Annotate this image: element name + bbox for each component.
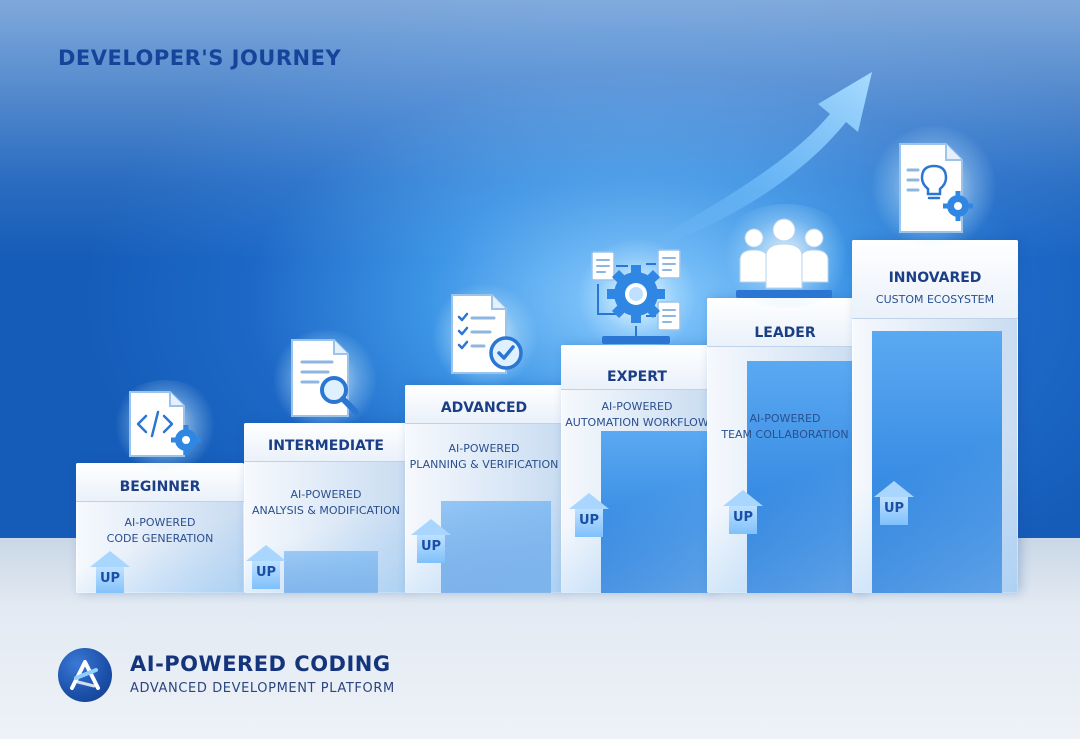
brand-tagline: ADVANCED DEVELOPMENT PLATFORM xyxy=(130,681,395,696)
up-badge: UP xyxy=(569,493,609,537)
up-badge-label: UP xyxy=(255,565,277,580)
stage-step-beginner: BEGINNER AI-POWERED CODE GENERATION UP xyxy=(76,463,244,593)
code-document-gear-icon xyxy=(129,391,201,457)
team-people-icon xyxy=(736,218,832,298)
up-badge-label: UP xyxy=(99,571,121,586)
workflow-gear-icon xyxy=(591,249,681,344)
ai-logo-icon xyxy=(70,660,100,690)
up-badge: UP xyxy=(90,551,130,593)
stage-description: AI-POWERED ANALYSIS & MODIFICATION xyxy=(251,488,401,517)
up-badge-label: UP xyxy=(732,510,754,525)
page-title: DEVELOPER'S JOURNEY xyxy=(58,46,342,70)
up-badge-label: UP xyxy=(578,513,600,528)
stage-step-leader: LEADER AI-POWERED TEAM COLLABORATION UP xyxy=(707,298,863,593)
step-cap xyxy=(561,345,713,390)
idea-document-gear-icon xyxy=(899,143,973,233)
stage-description: AI-POWERED PLANNING & VERIFICATION xyxy=(409,442,559,471)
stage-title: EXPERT xyxy=(607,369,667,385)
stage-step-expert: EXPERT AI-POWERED AUTOMATION WORKFLOW UP xyxy=(561,345,713,593)
document-magnifier-icon xyxy=(291,339,359,417)
up-badge-label: UP xyxy=(883,501,905,516)
brand-name: AI-POWERED CODING xyxy=(130,652,391,676)
stage-description: AI-POWERED TEAM COLLABORATION xyxy=(721,412,849,441)
up-badge: UP xyxy=(874,481,914,525)
growth-arrow-icon xyxy=(650,72,872,248)
up-badge: UP xyxy=(723,490,763,534)
stage-step-advanced: ADVANCED AI-POWERED PLANNING & VERIFICAT… xyxy=(405,385,563,593)
stage-description: CUSTOM ECOSYSTEM xyxy=(875,293,995,306)
stage-title: LEADER xyxy=(754,325,816,341)
checklist-document-icon xyxy=(451,294,523,374)
up-badge: UP xyxy=(246,545,286,589)
stage-title: INNOVARED xyxy=(888,270,982,286)
stage-description: AI-POWERED AUTOMATION WORKFLOW xyxy=(565,400,709,429)
step-cap xyxy=(852,240,1018,319)
stage-title: INTERMEDIATE xyxy=(267,438,384,454)
stage-step-intermediate: INTERMEDIATE AI-POWERED ANALYSIS & MODIF… xyxy=(244,423,408,593)
stage-title: BEGINNER xyxy=(119,479,201,495)
stage-description: AI-POWERED CODE GENERATION xyxy=(106,516,214,545)
stage-step-innovared: INNOVARED CUSTOM ECOSYSTEM UP xyxy=(852,240,1018,593)
up-badge: UP xyxy=(411,519,451,563)
stage-title: ADVANCED xyxy=(440,400,528,416)
step-cap xyxy=(405,385,563,424)
up-badge-label: UP xyxy=(420,539,442,554)
brand-logo xyxy=(58,648,112,702)
